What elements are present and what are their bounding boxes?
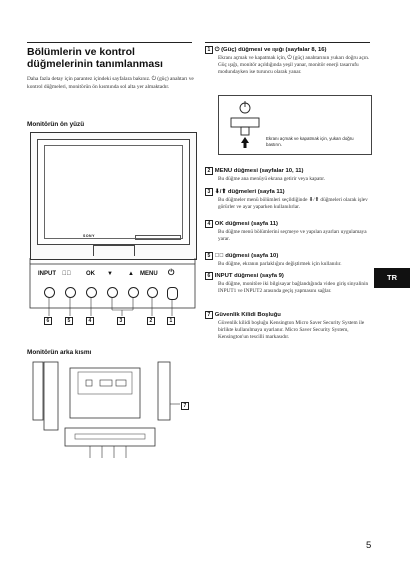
callout-2: 2 bbox=[147, 317, 157, 325]
power-switch-caption: Ekranı açmak ve kapatmak için, yukarı do… bbox=[266, 136, 354, 147]
item-6-number: 6 bbox=[205, 272, 213, 280]
callout-3: 3 bbox=[117, 317, 127, 325]
item-7-description: Güvenlik kilidi boşluğu Kensington Micro… bbox=[218, 319, 365, 340]
control-label-brightness: ☀⃞ bbox=[62, 271, 71, 277]
down-button-knob[interactable] bbox=[107, 287, 118, 298]
callout-6: 6 bbox=[44, 317, 54, 325]
monitor-bezel bbox=[37, 139, 190, 245]
monitor-screen bbox=[44, 145, 183, 239]
item-5-brightness-button: 5☀⃞ düğmesi (sayfa 10) Bu düğme, ekranın… bbox=[205, 252, 373, 268]
item-2-number: 2 bbox=[205, 167, 213, 175]
callout-5: 5 bbox=[65, 317, 75, 325]
ok-button-knob[interactable] bbox=[86, 287, 97, 298]
control-label-ok: OK bbox=[86, 271, 95, 277]
item-5-description: Bu düğme, ekranın parlaklığını değiştirm… bbox=[218, 260, 342, 267]
input-button-knob[interactable] bbox=[44, 287, 55, 298]
heading-rule bbox=[27, 42, 192, 43]
front-view-title: Monitörün ön yüzü bbox=[27, 121, 85, 128]
item-3-arrow-buttons: 3⬇/⬆ düğmeleri (sayfa 11) Bu düğmeler me… bbox=[205, 188, 373, 211]
control-label-down: ▼ bbox=[107, 271, 113, 277]
item-4-description: Bu düğme menü bölümlerini seçmeye ve yap… bbox=[218, 228, 367, 242]
item-1-description: Ekranı açmak ve kapatmak için, ⏻ (güç) a… bbox=[218, 54, 370, 75]
intro-paragraph: Daha fazla detay için parantez içindeki … bbox=[27, 76, 194, 90]
callout-7: 7 bbox=[181, 402, 191, 410]
item-4-number: 4 bbox=[205, 220, 213, 228]
power-switch-drawing bbox=[230, 101, 260, 148]
control-label-menu: MENU bbox=[140, 271, 158, 277]
monitor-button-strip bbox=[135, 235, 181, 240]
monitor-stand bbox=[93, 245, 135, 256]
item-5-number: 5 bbox=[205, 252, 213, 260]
item-3-number: 3 bbox=[205, 188, 213, 196]
menu-button-knob[interactable] bbox=[147, 287, 158, 298]
monitor-back-illustration bbox=[32, 361, 180, 458]
item-2-description: Bu düğme ana menüyü ekrana getirir veya … bbox=[218, 175, 326, 182]
item-6-title: INPUT düğmesi (sayfa 9) bbox=[214, 273, 284, 279]
brightness-button-knob[interactable] bbox=[65, 287, 76, 298]
callout-1: 1 bbox=[167, 317, 177, 325]
power-button-knob[interactable] bbox=[167, 287, 178, 300]
control-label-input: INPUT bbox=[38, 271, 56, 277]
back-view-title: Monitörün arka kısmı bbox=[27, 349, 92, 356]
control-label-up: ▲ bbox=[128, 271, 134, 277]
page-number: 5 bbox=[366, 540, 372, 551]
item-3-title: ⬇/⬆ düğmeleri (sayfa 11) bbox=[214, 189, 285, 195]
power-switch-illustration: Ekranı açmak ve kapatmak için, yukarı do… bbox=[218, 95, 372, 155]
monitor-logo: SONY bbox=[83, 234, 95, 238]
item-6-description: Bu düğme, monitöre iki bilgisayar bağlan… bbox=[218, 280, 369, 294]
monitor-front-illustration: SONY bbox=[30, 132, 197, 260]
language-tab: TR bbox=[374, 268, 410, 288]
callout-4: 4 bbox=[86, 317, 96, 325]
item-3-description: Bu düğmeler menü bölümleri seçildiğinde … bbox=[218, 196, 368, 210]
item-1-number: 1 bbox=[205, 46, 213, 54]
item-7-number: 7 bbox=[205, 311, 213, 319]
item-2-title: MENU düğmesi (sayfalar 10, 11) bbox=[214, 168, 304, 174]
up-button-knob[interactable] bbox=[128, 287, 139, 298]
item-7-title: Güvenlik Kilidi Boşluğu bbox=[214, 312, 281, 318]
page-title: Bölümlerin ve kontrol düğmelerinin tanım… bbox=[27, 46, 163, 70]
item-4-title: OK düğmesi (sayfa 11) bbox=[214, 221, 278, 227]
item-1-title: ⏻ (Güç) düğmesi ve ışığı (sayfalar 8, 16… bbox=[214, 47, 327, 53]
item-5-title: ☀⃞ düğmesi (sayfa 10) bbox=[214, 253, 279, 259]
control-label-power: ⏻ bbox=[168, 268, 175, 277]
item-1-power-button: 1⏻ (Güç) düğmesi ve ışığı (sayfalar 8, 1… bbox=[205, 46, 373, 76]
right-column-rule bbox=[205, 42, 370, 43]
